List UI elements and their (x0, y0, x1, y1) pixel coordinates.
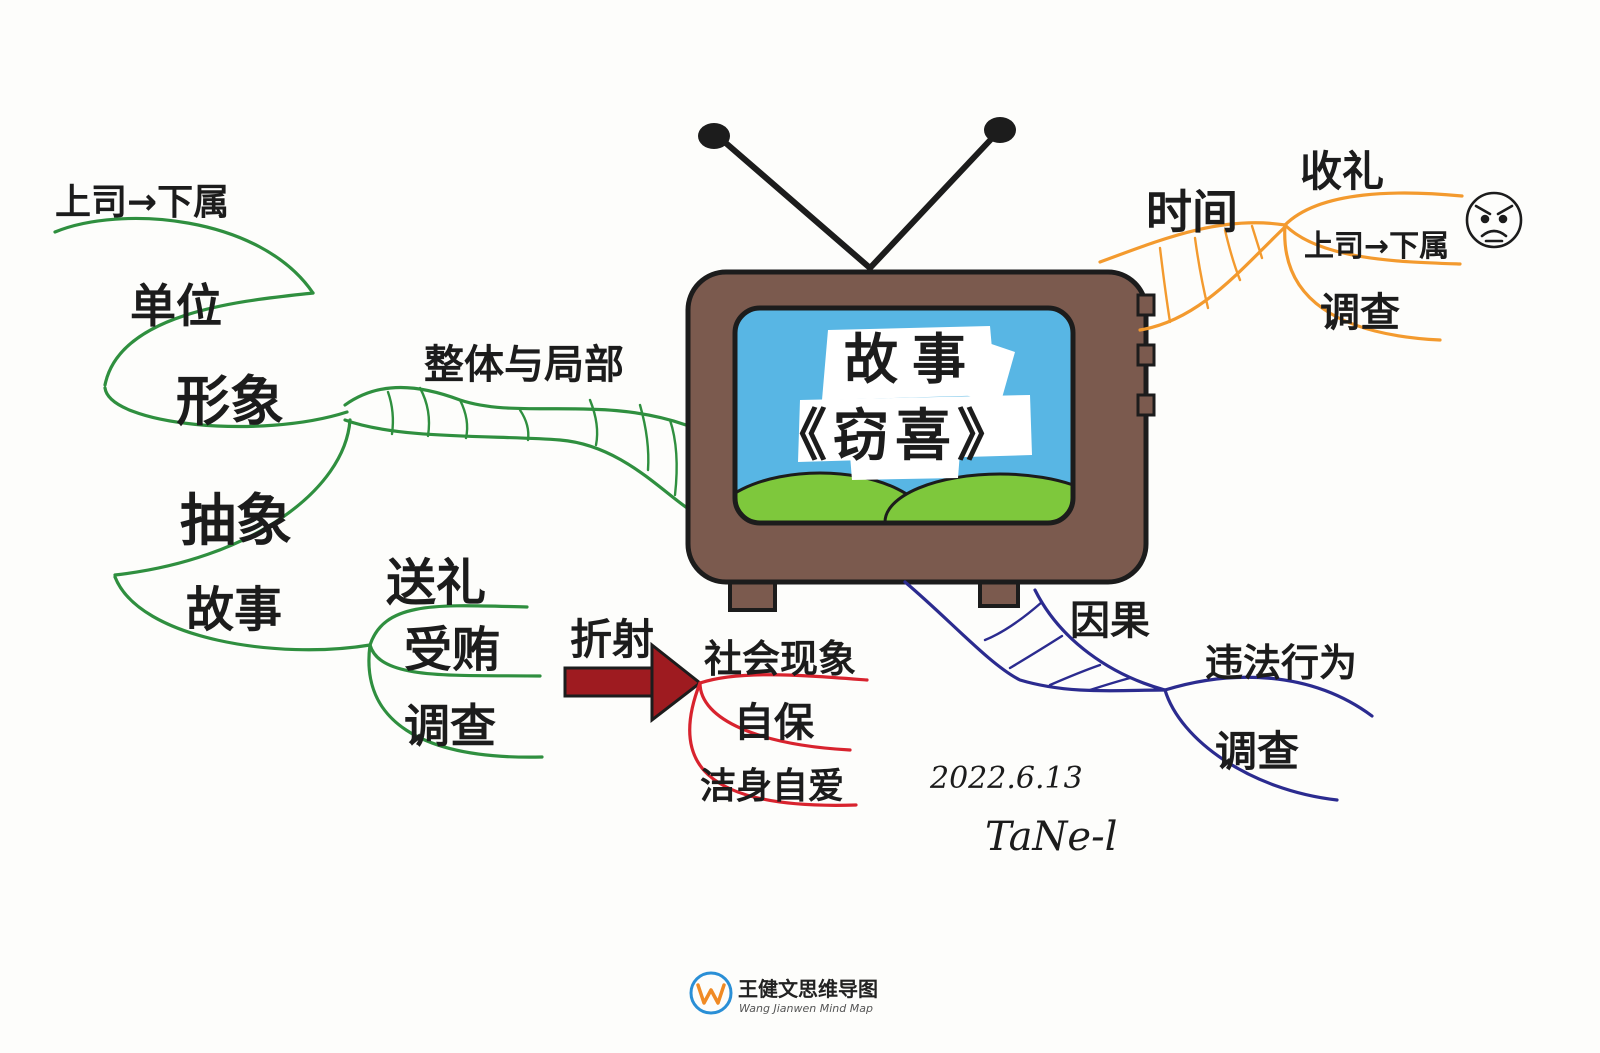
antenna-left (717, 135, 873, 271)
footer-logo: 王健文思维导图 Wang Jianwen Mind Map (689, 971, 878, 1015)
green-story-label: 故事 (186, 582, 282, 638)
tv-screen: 故事 《窃喜》 (732, 305, 1076, 526)
angry-face-icon (1465, 191, 1523, 249)
red-line-self-protect (698, 681, 852, 752)
green-branch: 整体与局部 上司→下属 单位 形象 抽象 故事 送礼 受贿 调查 (53, 182, 692, 759)
hill-left (735, 471, 932, 523)
green-line-superior (53, 216, 315, 295)
green-unit-label: 单位 (130, 279, 222, 333)
blue-branch: 因果 违法行为 调查 (903, 580, 1374, 802)
orange-line-superior (1283, 223, 1462, 266)
green-image-label: 形象 (176, 370, 284, 433)
green-abstract-label: 抽象 (180, 489, 292, 554)
blue-branch-inner-edge (1033, 588, 1167, 692)
blue-investigate-label: 调查 (1215, 727, 1299, 776)
orange-superior-label: 上司→下属 (1304, 229, 1449, 264)
title-line-1: 故事 (844, 328, 980, 391)
logo-subtitle: Wang Jianwen Mind Map (739, 1002, 873, 1015)
red-line-social (698, 673, 869, 685)
green-line-gift (368, 604, 529, 647)
orange-line-investigate (1283, 223, 1442, 342)
orange-branch: 时间 收礼 上司→下属 调查 (1098, 147, 1523, 342)
red-self-protect-label: 自保 (734, 700, 815, 746)
green-line-investigate (367, 643, 544, 759)
title-line-2: 《窃喜》 (771, 404, 1019, 469)
green-superior-label: 上司→下属 (55, 182, 229, 223)
green-branch-top-edge (343, 385, 688, 427)
logo-name: 王健文思维导图 (738, 977, 878, 1001)
green-branch-bottom-edge (343, 418, 692, 512)
red-line-integrity (688, 681, 858, 807)
orange-branch-hatching (1158, 224, 1264, 324)
green-bribe-label: 受贿 (404, 622, 500, 678)
antenna-ball-left (698, 123, 730, 149)
green-line-image (103, 386, 349, 429)
red-branch: 折射 社会现象 自保 洁身自爱 (563, 615, 869, 807)
tv-knob-2 (1136, 343, 1156, 367)
blue-line-investigate (1163, 688, 1339, 802)
orange-receive-gift-label: 收礼 (1300, 147, 1384, 196)
refraction-arrow-head (650, 641, 703, 724)
orange-line-receive-gift (1283, 191, 1464, 227)
orange-branch-label: 时间 (1146, 185, 1238, 239)
blue-line-illegal (1163, 675, 1374, 718)
refraction-arrow-body (563, 666, 659, 698)
signature: TaNe-l (985, 814, 1117, 860)
green-branch-hatching (386, 386, 678, 497)
orange-branch-top-edge (1098, 221, 1287, 264)
blue-branch-hatching (983, 600, 1132, 692)
red-branch-label: 折射 (570, 615, 654, 664)
tv-screen-frame (732, 305, 1076, 526)
tv-knob-3 (1136, 393, 1156, 417)
green-branch-label: 整体与局部 (424, 342, 624, 388)
orange-investigate-label: 调查 (1320, 290, 1400, 336)
w-logo-icon (689, 971, 733, 1015)
title-paper-patches (798, 326, 1032, 480)
blue-branch-label: 因果 (1070, 598, 1150, 644)
green-gift-label: 送礼 (386, 554, 486, 612)
red-integrity-label: 洁身自爱 (700, 766, 844, 807)
tv-illustration: 故事 《窃喜》 (685, 117, 1156, 612)
red-social-label: 社会现象 (704, 637, 856, 681)
orange-branch-bottom-edge (1138, 225, 1287, 332)
tv-knob-1 (1136, 293, 1156, 317)
blue-illegal-label: 违法行为 (1205, 641, 1357, 685)
antenna-ball-right (984, 117, 1016, 143)
blue-branch-outer-edge (903, 580, 1167, 693)
green-line-bribe (368, 643, 542, 678)
green-line-unit (103, 291, 315, 387)
green-line-story (113, 575, 372, 652)
antenna-right (867, 132, 998, 271)
green-line-abstract (113, 418, 352, 577)
date-text: 2022.6.13 (929, 761, 1083, 796)
green-investigate-label: 调查 (404, 699, 496, 753)
